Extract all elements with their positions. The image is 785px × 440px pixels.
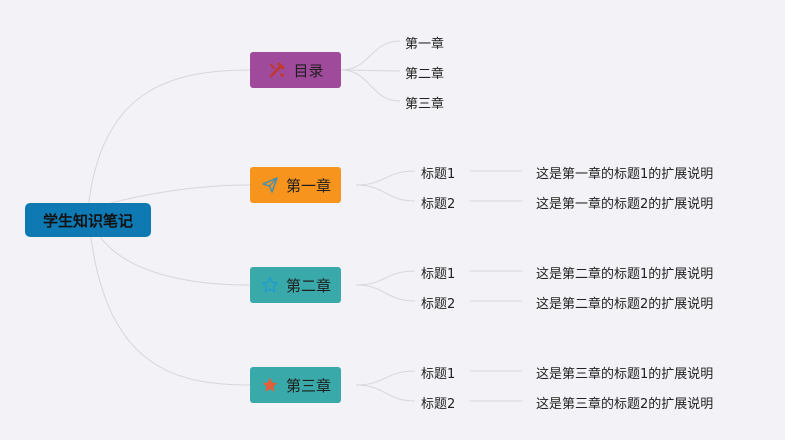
paper-plane-icon — [260, 175, 280, 195]
topic-title[interactable]: 标题1 — [421, 367, 456, 382]
chapter-to-topic-connector — [355, 284, 416, 302]
root-to-toc-connector — [87, 69, 251, 211]
chapter-to-topic-connector — [355, 384, 416, 402]
root-to-chapter-3-connector — [87, 209, 251, 386]
topic-title[interactable]: 标题2 — [421, 297, 456, 312]
toc-leaf[interactable]: 第二章 — [405, 67, 445, 82]
branch-node-toc[interactable]: 目录 — [250, 52, 341, 88]
star-filled-icon — [260, 375, 280, 395]
branch-node-label: 目录 — [293, 61, 324, 80]
topic-description[interactable]: 这是第二章的标题1的扩展说明 — [536, 267, 714, 282]
branch-node-chapter-2[interactable]: 第二章 — [250, 267, 341, 303]
branch-node-label: 第三章 — [285, 376, 331, 395]
topic-description[interactable]: 这是第三章的标题2的扩展说明 — [536, 397, 714, 412]
topic-description[interactable]: 这是第一章的标题2的扩展说明 — [536, 197, 714, 212]
toc-to-leaf-connector — [340, 69, 401, 102]
toc-to-leaf-connector — [340, 40, 401, 71]
root-node[interactable]: 学生知识笔记 — [25, 203, 151, 237]
topic-description[interactable]: 这是第一章的标题1的扩展说明 — [536, 167, 714, 182]
tools-icon — [267, 60, 287, 80]
topic-title[interactable]: 标题1 — [421, 167, 456, 182]
branch-node-label: 第二章 — [285, 276, 331, 295]
topic-description[interactable]: 这是第二章的标题2的扩展说明 — [536, 297, 714, 312]
topic-description[interactable]: 这是第三章的标题1的扩展说明 — [536, 367, 714, 382]
topic-title[interactable]: 标题1 — [421, 267, 456, 282]
branch-node-chapter-3[interactable]: 第三章 — [250, 367, 341, 403]
branch-node-label: 第一章 — [285, 176, 331, 195]
star-outline-icon — [260, 275, 280, 295]
toc-leaf[interactable]: 第一章 — [405, 37, 445, 52]
chapter-to-topic-connector — [355, 170, 416, 186]
branch-node-chapter-1[interactable]: 第一章 — [250, 167, 341, 203]
chapter-to-topic-connector — [355, 184, 416, 202]
toc-leaf[interactable]: 第三章 — [405, 97, 445, 112]
topic-title[interactable]: 标题2 — [421, 197, 456, 212]
toc-to-leaf-connector — [340, 69, 401, 72]
chapter-to-topic-connector — [355, 270, 416, 286]
root-node-label: 学生知识笔记 — [42, 211, 133, 230]
chapter-to-topic-connector — [355, 370, 416, 386]
topic-title[interactable]: 标题2 — [421, 397, 456, 412]
